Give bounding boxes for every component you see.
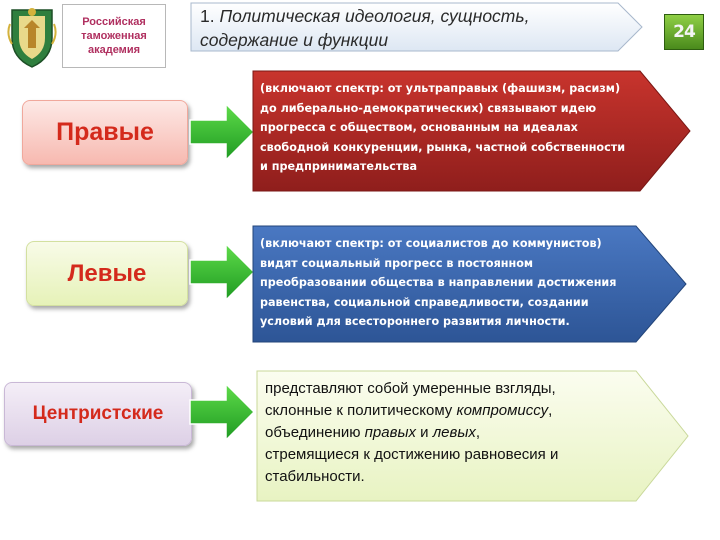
page-number: 24 xyxy=(673,22,696,42)
label-right-wing: Правые xyxy=(22,100,188,165)
academy-name: Российская таможенная академия xyxy=(81,16,147,56)
label-centrist: Центристские xyxy=(4,382,192,446)
right-wing-description: (включают спектр: от ультраправых (фашиз… xyxy=(252,70,692,192)
title-banner: 1. Политическая идеология, сущность, сод… xyxy=(190,2,644,52)
page-number-badge: 24 xyxy=(664,14,704,50)
emblem-icon xyxy=(6,4,58,70)
right-arrow-icon xyxy=(188,382,256,442)
academy-name-box: Российская таможенная академия xyxy=(62,4,166,68)
right-arrow-icon xyxy=(188,102,256,162)
centrist-description: представляют собой умеренные взгляды, ск… xyxy=(256,370,690,502)
page-title: 1. Политическая идеология, сущность, сод… xyxy=(200,6,530,50)
label-left-wing: Левые xyxy=(26,241,188,306)
right-arrow-icon xyxy=(188,242,256,302)
left-wing-description: (включают спектр: от социалистов до комм… xyxy=(252,225,688,343)
